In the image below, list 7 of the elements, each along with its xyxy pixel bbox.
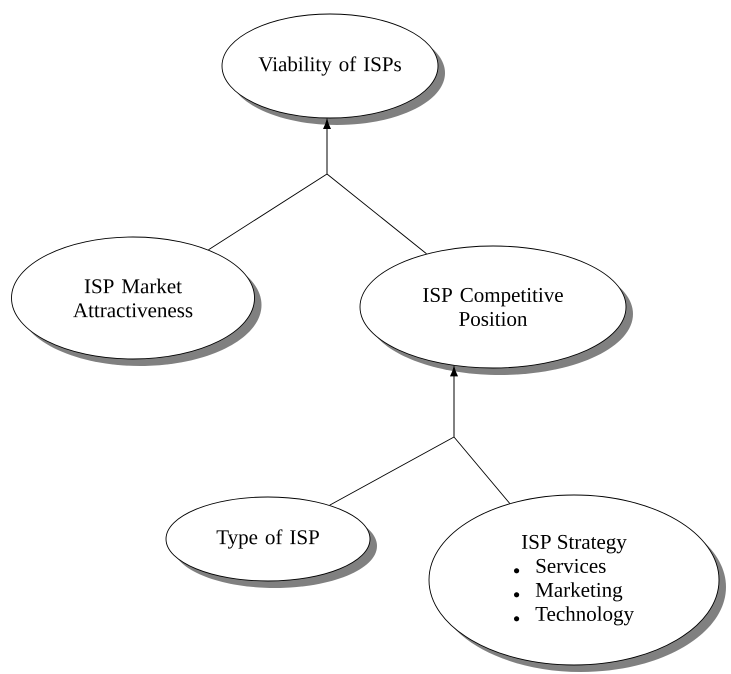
ellipse-node: Type of ISP	[166, 496, 377, 588]
arrow	[323, 119, 427, 254]
ellipse-node: ISP Strategy Services Marketing Technology	[428, 494, 726, 672]
arrow	[450, 366, 510, 504]
ellipse-node: Viability of ISPs	[222, 14, 445, 125]
ellipse-node: ISP Competitive Position	[360, 246, 633, 375]
ellipse-node: ISP Market Attractiveness	[11, 236, 262, 366]
